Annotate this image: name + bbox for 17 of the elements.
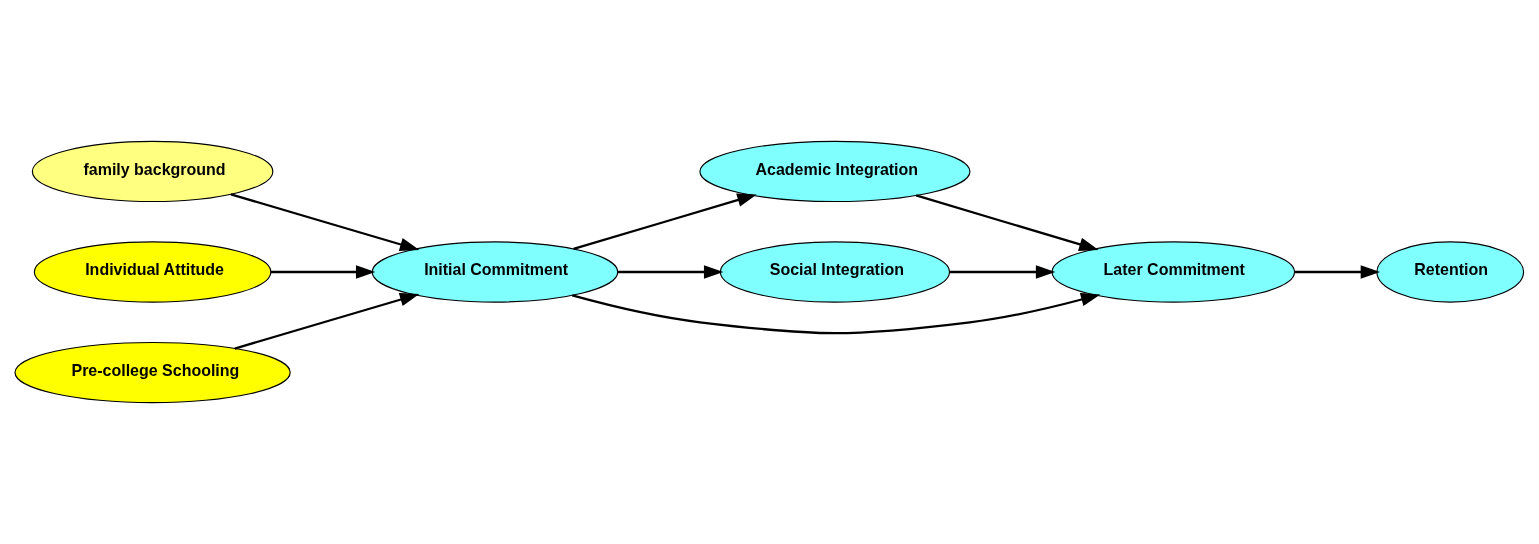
arrow <box>270 265 376 279</box>
node-ellipse: Retention <box>1376 241 1525 303</box>
arrow <box>573 193 757 251</box>
node-ellipse: Pre-college Schooling <box>14 341 291 404</box>
node-ellipse: Initial Commitment <box>371 241 619 303</box>
node-ellipse: Later Commitment <box>1051 241 1296 303</box>
node-ellipse: Individual Attitude <box>33 241 272 303</box>
arrow <box>234 293 420 350</box>
node-ellipse: family background <box>31 140 274 203</box>
arrow <box>1294 265 1381 279</box>
arrow <box>949 265 1056 279</box>
arrow <box>618 265 724 279</box>
arrow <box>915 194 1099 251</box>
arrow <box>230 193 420 251</box>
arrow <box>572 292 1101 335</box>
node-ellipse: Academic Integration <box>699 140 971 203</box>
node-ellipse: Social Integration <box>719 241 951 303</box>
